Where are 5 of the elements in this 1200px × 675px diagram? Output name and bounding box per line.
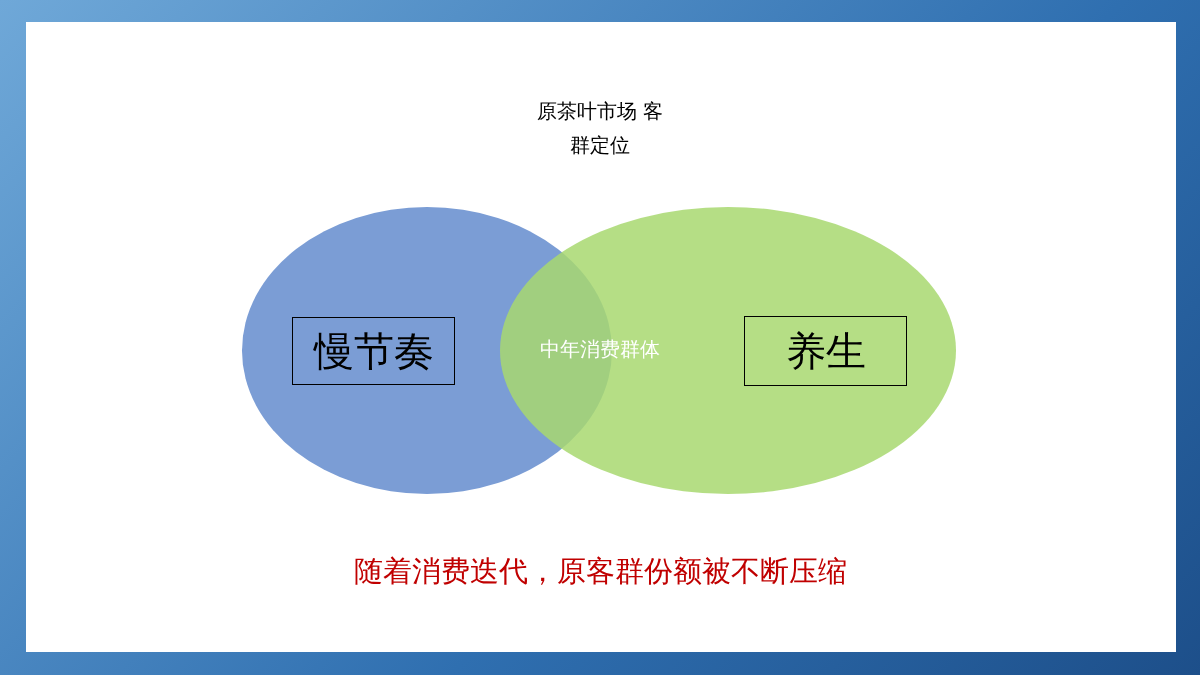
category-label: 慢节奏 (292, 317, 455, 385)
title: 原茶叶市场 客群定位 (535, 98, 665, 159)
overlap-label: 中年消费群体 (539, 336, 661, 363)
category-label: 养生 (744, 316, 907, 386)
caption: 随着消费迭代，原客群份额被不断压缩 (352, 553, 848, 590)
